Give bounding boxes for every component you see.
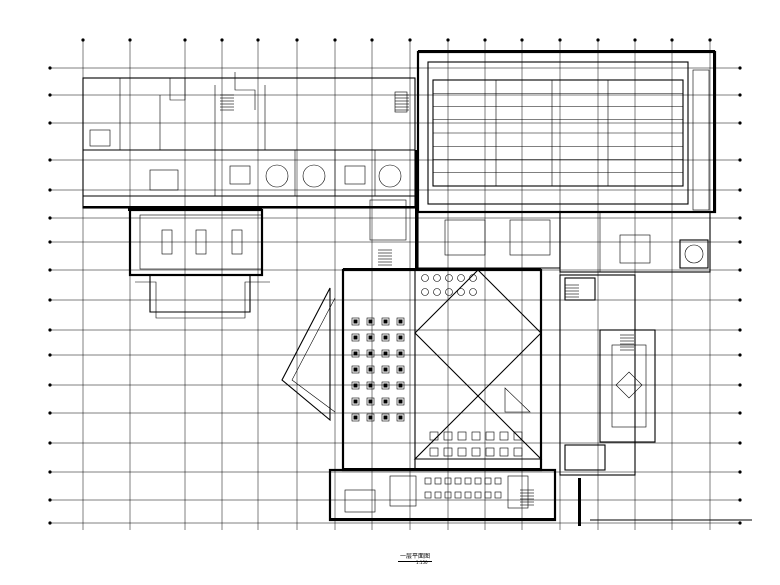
south-block xyxy=(328,468,557,522)
drawing-caption: 一层平面图 1:150 xyxy=(398,551,433,565)
drawing-scale: 1:150 xyxy=(416,560,428,565)
drawing-title: 一层平面图 xyxy=(400,553,431,560)
swimming-pool-hall xyxy=(416,50,717,214)
east-hall xyxy=(559,274,752,526)
west-wing xyxy=(82,72,416,319)
